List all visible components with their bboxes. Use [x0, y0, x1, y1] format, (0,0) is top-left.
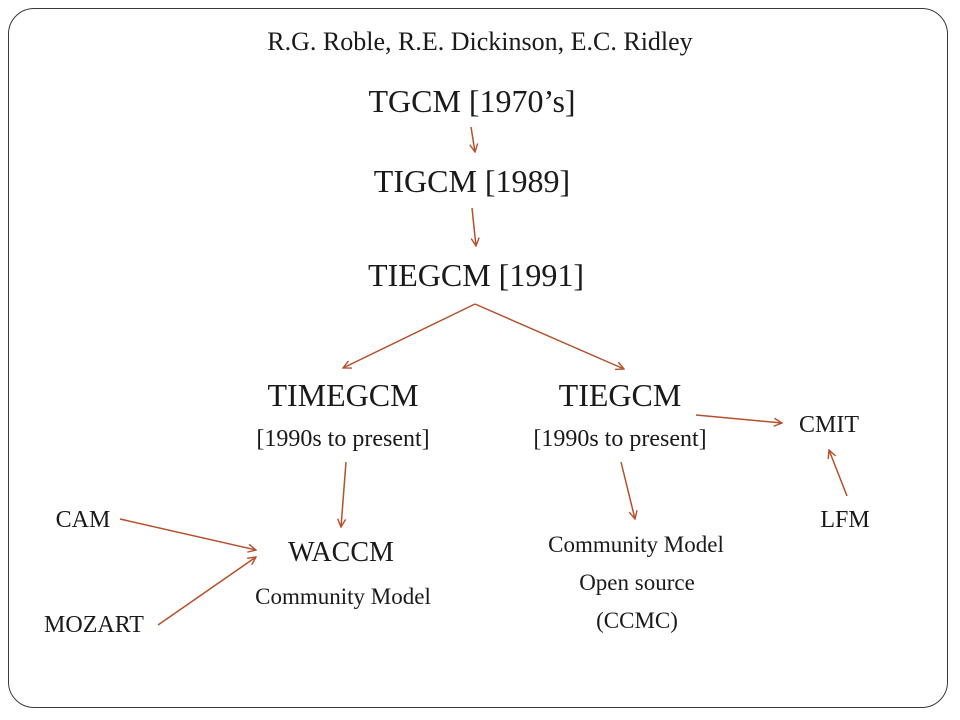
node-timegcm: TIMEGCM	[267, 377, 419, 413]
arrow-mozart-to-waccm	[157, 557, 256, 626]
arrow-tiegcm-to-community	[620, 461, 635, 519]
node-community-line1: Community Model	[548, 532, 724, 557]
node-tigcm: TIGCM [1989]	[373, 163, 571, 199]
node-cam: CAM	[55, 507, 111, 533]
arrow-tgcm-to-tigcm	[471, 126, 475, 152]
node-waccm: WACCM	[288, 537, 394, 568]
node-timegcm-period: [1990s to present]	[256, 426, 430, 452]
node-tiegcm-present-period: [1990s to present]	[533, 426, 707, 452]
slide-frame	[8, 8, 948, 708]
node-tgcm: TGCM [1970’s]	[368, 83, 576, 119]
node-cmit: CMIT	[799, 412, 859, 438]
arrow-tiegcm-to-timegcm	[343, 303, 476, 368]
node-lfm: LFM	[820, 507, 870, 533]
node-community-line3: (CCMC)	[596, 608, 678, 633]
arrow-cam-to-waccm	[119, 518, 256, 550]
arrow-tiegcm-to-tiegcm-present	[474, 303, 624, 369]
arrow-lfm-to-cmit	[829, 450, 848, 497]
arrow-tigcm-to-tiegcm	[472, 207, 476, 246]
node-community-line2: Open source	[579, 570, 695, 595]
arrow-tiegcm-to-cmit	[695, 414, 782, 423]
node-tiegcm-present: TIEGCM	[558, 377, 682, 413]
arrow-timegcm-to-waccm	[341, 461, 347, 527]
node-tiegcm-1991: TIEGCM [1991]	[368, 257, 584, 293]
authors-line: R.G. Roble, R.E. Dickinson, E.C. Ridley	[267, 27, 693, 56]
node-mozart: MOZART	[44, 612, 144, 638]
node-waccm-note: Community Model	[255, 584, 431, 609]
